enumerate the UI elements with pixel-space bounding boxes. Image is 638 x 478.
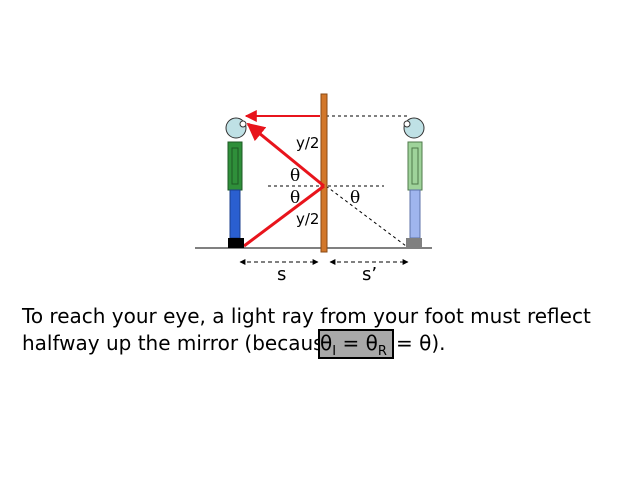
- equation-text: θI = θR: [320, 331, 387, 364]
- eye-right: [403, 120, 411, 128]
- label-distance-s: s: [277, 264, 286, 285]
- ray-foot-to-mirror: [243, 184, 325, 248]
- label-y-half-top: y/2: [296, 134, 319, 152]
- virtual-ray: [325, 185, 407, 247]
- pants-right: [409, 189, 421, 239]
- label-theta-right: θ: [350, 188, 360, 208]
- arm-left: [231, 147, 239, 185]
- mirror: [320, 93, 328, 253]
- label-y-half-bottom: y/2: [296, 210, 319, 228]
- equation-tail: = θ).: [396, 331, 446, 355]
- equals-sign: =: [336, 331, 366, 355]
- label-theta-upper: θ: [290, 166, 300, 186]
- eye-left: [239, 120, 247, 128]
- subscript-i: I: [332, 344, 337, 359]
- shirt-left: [227, 141, 243, 191]
- person-left: [225, 117, 247, 248]
- ray-mirror-to-eye: [246, 122, 325, 188]
- subscript-r: R: [377, 344, 387, 359]
- caption-line-2: halfway up the mirror (because: [22, 331, 336, 355]
- person-right: [403, 117, 425, 248]
- equation-highlight-box: [318, 329, 394, 359]
- arm-right: [411, 147, 419, 185]
- shirt-right: [407, 141, 423, 191]
- theta-r: θ: [365, 331, 378, 355]
- label-theta-lower: θ: [290, 188, 300, 208]
- shoes-right: [406, 238, 422, 248]
- caption-line-1: To reach your eye, a light ray from your…: [22, 304, 591, 328]
- label-distance-s-prime: s’: [362, 264, 377, 285]
- pants-left: [229, 189, 241, 239]
- theta-i: θ: [320, 331, 333, 355]
- shoes-left: [228, 238, 244, 248]
